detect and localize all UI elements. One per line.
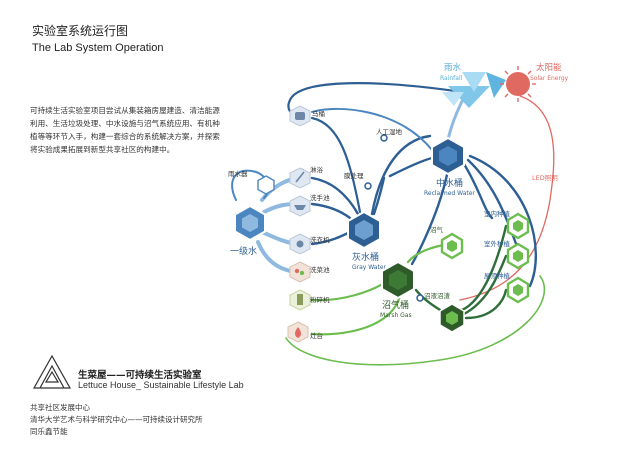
gray-to-wetland-line bbox=[370, 134, 432, 216]
toilet-icon bbox=[289, 105, 311, 127]
wash-basin-label: 洗手池 bbox=[310, 193, 330, 202]
reclaimed-water-label: 中水桶 bbox=[436, 177, 463, 189]
reclaimed-water-hexagon bbox=[431, 136, 465, 176]
marsh-to-slurry-line bbox=[414, 288, 442, 312]
sink-icon bbox=[289, 261, 311, 283]
marsh-to-stove-line bbox=[310, 294, 402, 336]
page-title-cn: 实验室系统运行图 bbox=[32, 24, 129, 38]
led-light-label: LED照明 bbox=[532, 174, 558, 182]
outer-green-loop-line bbox=[285, 275, 546, 366]
reclaimed-to-roof-line bbox=[468, 154, 537, 288]
roof-planting-icon bbox=[506, 276, 530, 304]
filter-to-reclaimed-line bbox=[388, 156, 434, 178]
wash-basin-icon bbox=[289, 195, 311, 217]
lab-name-cn: 生菜屋——可持续生活实验室 bbox=[78, 370, 202, 381]
solar-label: 太阳能 bbox=[536, 62, 562, 73]
gray-to-filter-line bbox=[372, 176, 386, 216]
solar-to-led-line bbox=[459, 95, 555, 301]
shower-label: 淋浴 bbox=[310, 165, 324, 174]
sink-to-gray-line bbox=[310, 176, 360, 216]
slurry-icon bbox=[439, 303, 465, 333]
filter-label: 膜处理 bbox=[344, 171, 364, 180]
primary-water-hexagon bbox=[234, 204, 266, 242]
marsh-gas-label: 沼气桶 bbox=[382, 299, 409, 311]
partner-line: 共享社区发展中心 bbox=[30, 403, 90, 412]
lab-name-en: Lettuce House_ Sustainable Lifestyle Lab bbox=[78, 380, 244, 390]
toilet-label: 马桶 bbox=[312, 109, 325, 118]
roof-planting-label: 屋顶种植 bbox=[484, 271, 511, 280]
gray-water-label-en: Gray Water bbox=[352, 264, 387, 271]
reclaimed-to-toilet-line bbox=[311, 107, 433, 151]
gray-water-label: 灰水桶 bbox=[352, 251, 379, 263]
rainwater-label: 雨水 bbox=[444, 62, 462, 73]
slurry-to-indoor-line bbox=[460, 224, 508, 312]
reclaimed-water-label-en: Reclaimed Water bbox=[424, 190, 475, 197]
biogas-icon bbox=[440, 232, 464, 260]
marsh-gas-hexagon bbox=[381, 260, 415, 300]
slurry-to-outdoor-line bbox=[462, 254, 508, 316]
indoor-planting-icon bbox=[506, 212, 530, 240]
connector-dot bbox=[380, 134, 388, 142]
reclaimed-to-indoor-line bbox=[462, 162, 494, 220]
stove-label: 灶台 bbox=[310, 331, 323, 340]
rainwater-collection-label: 雨水器 bbox=[228, 169, 248, 178]
basin-to-gray-line bbox=[310, 202, 352, 220]
lab-logo-icon bbox=[32, 354, 72, 389]
washing-machine-icon bbox=[289, 233, 311, 255]
rainwater-collection-icon bbox=[257, 175, 275, 195]
crusher-label: 粉碎机 bbox=[310, 295, 330, 304]
partner-line: 清华大学艺术与科学研究中心——可持续设计研究所 bbox=[30, 415, 203, 424]
sink-label: 洗菜池 bbox=[310, 265, 330, 274]
crusher-icon bbox=[289, 289, 311, 311]
stove-icon bbox=[287, 321, 309, 343]
intro-paragraph: 可持续生活实验室项目尝试从集装箱房屋建造、清洁能源利用、生活垃圾处理、中水设施与… bbox=[30, 106, 220, 154]
primary-water-label: 一级水 bbox=[230, 245, 257, 257]
outdoor-planting-icon bbox=[506, 242, 530, 270]
marsh-gas-label-en: Marsh Gas bbox=[380, 312, 412, 319]
connector-dot bbox=[364, 182, 372, 190]
gray-water-hexagon bbox=[347, 210, 381, 250]
sun-icon bbox=[500, 66, 536, 102]
page-title-en: The Lab System Operation bbox=[32, 42, 164, 54]
shower-icon bbox=[289, 167, 311, 189]
toilet-to-gray-line bbox=[310, 116, 362, 214]
biogas-label: 沼气 bbox=[430, 225, 444, 234]
reclaimed-to-marsh-line bbox=[410, 168, 450, 266]
rainwater-node bbox=[442, 72, 506, 108]
outdoor-planting-label: 室外种植 bbox=[484, 239, 511, 248]
partner-line: 同乐鑫节能 bbox=[30, 427, 68, 436]
washing-machine-label: 洗衣机 bbox=[310, 235, 330, 244]
biogas-slurry-label: 沼液沼渣 bbox=[424, 291, 451, 300]
solar-label-en: Solar Energy bbox=[530, 75, 569, 82]
artificial-wetland-label: 人工湿地 bbox=[376, 127, 403, 136]
rainwater-label-en: Rainfall bbox=[440, 75, 463, 82]
connector-dot bbox=[416, 294, 424, 302]
indoor-planting-label: 室内种植 bbox=[484, 209, 511, 218]
slurry-to-roof-line bbox=[464, 288, 508, 320]
